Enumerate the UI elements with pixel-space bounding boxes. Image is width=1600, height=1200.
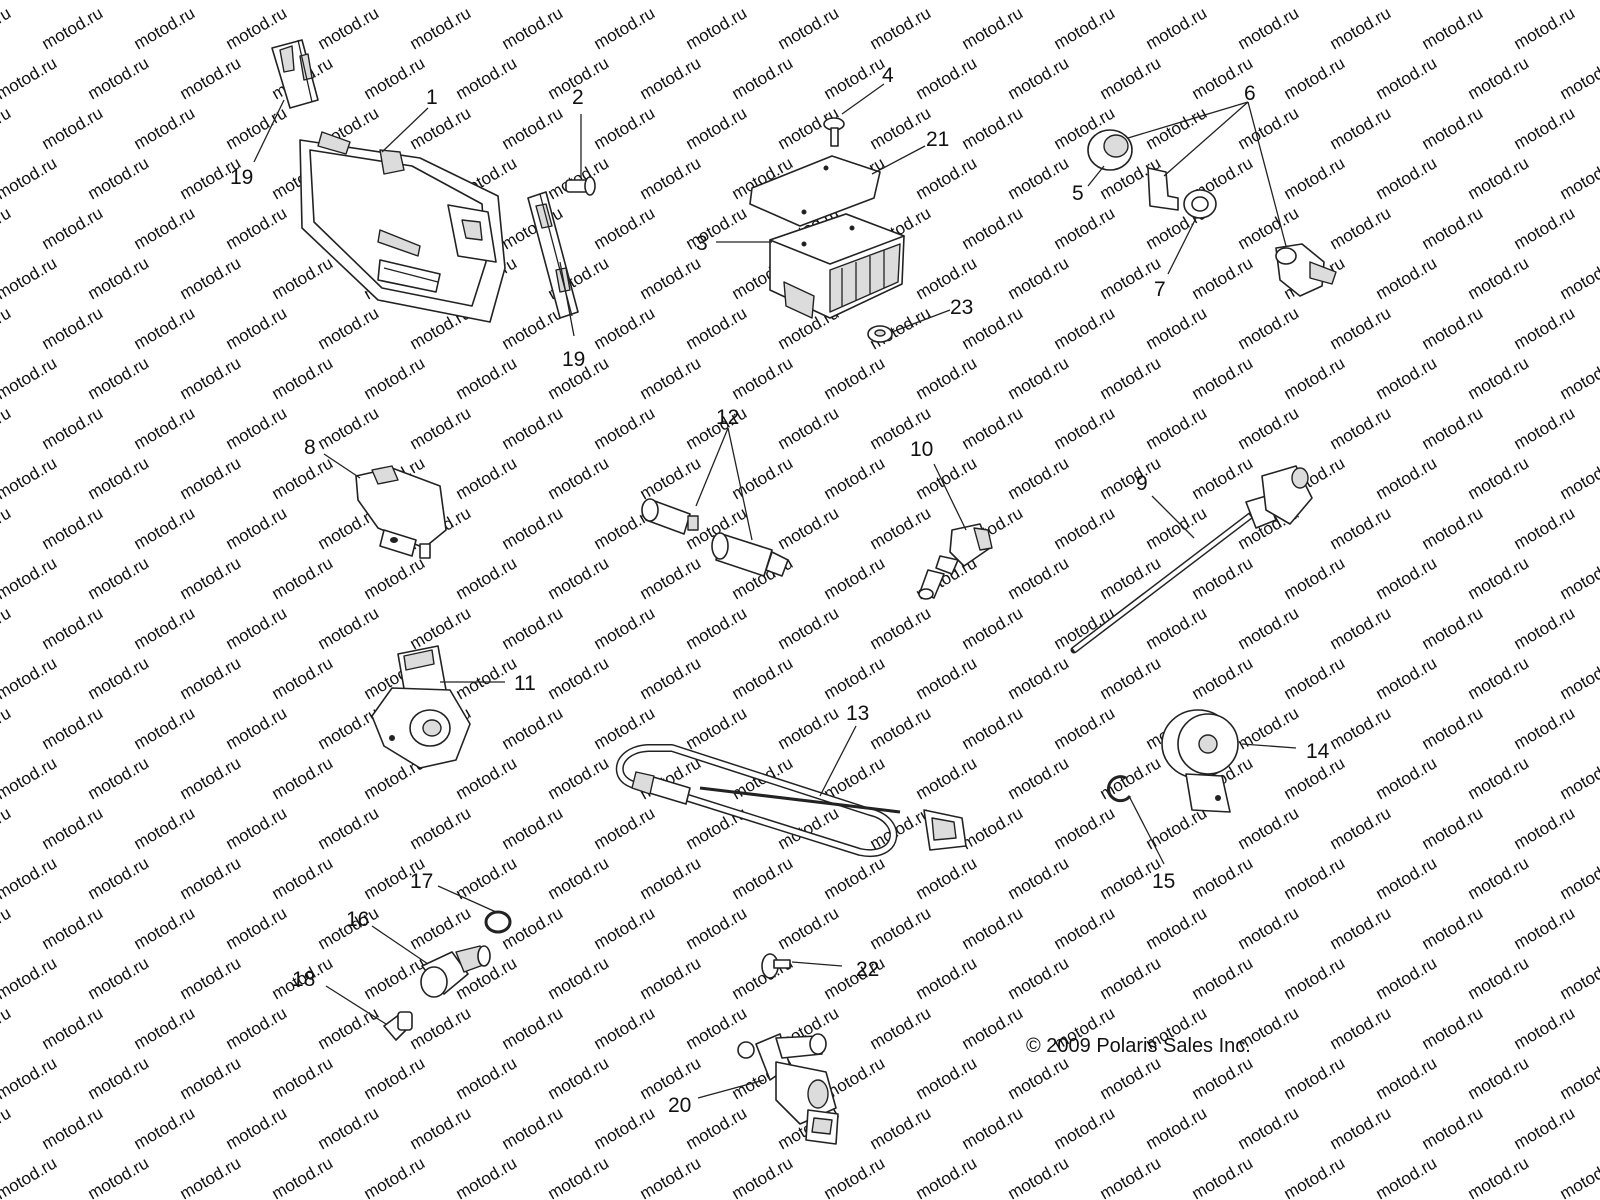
callout-18: 18 bbox=[292, 968, 315, 991]
part-e-clip bbox=[1107, 775, 1132, 803]
part-nut bbox=[1183, 189, 1217, 219]
part-ecu bbox=[299, 131, 506, 323]
part-cover-plate bbox=[749, 155, 881, 227]
part-pin bbox=[565, 176, 596, 196]
callout-1: 1 bbox=[426, 86, 438, 109]
part-map-sensor bbox=[355, 465, 447, 559]
callout-23: 23 bbox=[950, 296, 973, 319]
part-control-box bbox=[769, 213, 905, 319]
part-grommet bbox=[867, 325, 893, 343]
callout-13: 13 bbox=[846, 702, 869, 725]
part-tps-sensor bbox=[371, 645, 471, 769]
callout-22: 22 bbox=[856, 958, 879, 981]
part-plug-cap bbox=[1087, 129, 1133, 171]
callout-19-lower: 19 bbox=[562, 348, 585, 371]
part-bolt bbox=[383, 1011, 413, 1041]
part-elbow-sensor bbox=[420, 945, 491, 998]
part-screw-bottom bbox=[761, 953, 791, 979]
callout-2: 2 bbox=[572, 86, 584, 109]
callout-9: 9 bbox=[1136, 472, 1148, 495]
part-iac-valve bbox=[737, 1033, 839, 1145]
leader-lines bbox=[253, 83, 1297, 1099]
callout-7: 7 bbox=[1154, 278, 1166, 301]
callout-15: 15 bbox=[1152, 870, 1175, 893]
part-bracket-lower bbox=[527, 191, 579, 319]
callout-19-upper: 19 bbox=[230, 166, 253, 189]
callout-5: 5 bbox=[1072, 182, 1084, 205]
part-clip-tab bbox=[1147, 167, 1179, 211]
part-temp-sensor bbox=[918, 523, 993, 600]
part-bracket-upper bbox=[271, 39, 319, 109]
part-sensor-right bbox=[1275, 243, 1337, 297]
callout-14: 14 bbox=[1306, 740, 1330, 763]
copyright-notice: © 2009 Polaris Sales Inc. bbox=[1026, 1035, 1251, 1057]
part-o-ring bbox=[484, 910, 512, 934]
callout-4: 4 bbox=[882, 64, 894, 87]
callout-3: 3 bbox=[696, 232, 708, 255]
callout-16: 16 bbox=[346, 908, 369, 931]
part-knock-sensor bbox=[1161, 709, 1239, 813]
callout-21: 21 bbox=[926, 128, 949, 151]
callout-17: 17 bbox=[410, 870, 433, 893]
callout-20: 20 bbox=[668, 1094, 691, 1117]
callout-10: 10 bbox=[910, 438, 933, 461]
callout-11: 11 bbox=[514, 672, 536, 695]
callout-8: 8 bbox=[304, 436, 316, 459]
part-screw-top bbox=[823, 117, 845, 147]
part-o2-sensor bbox=[615, 744, 967, 858]
part-probe-sensor bbox=[1070, 465, 1313, 654]
part-plugs-pair bbox=[641, 498, 789, 577]
callout-6: 6 bbox=[1244, 82, 1256, 105]
callouts: 1 2 4 3 5 6 7 21 23 19 19 8 12 10 9 11 1… bbox=[230, 64, 1330, 1117]
callout-12: 12 bbox=[716, 406, 739, 429]
